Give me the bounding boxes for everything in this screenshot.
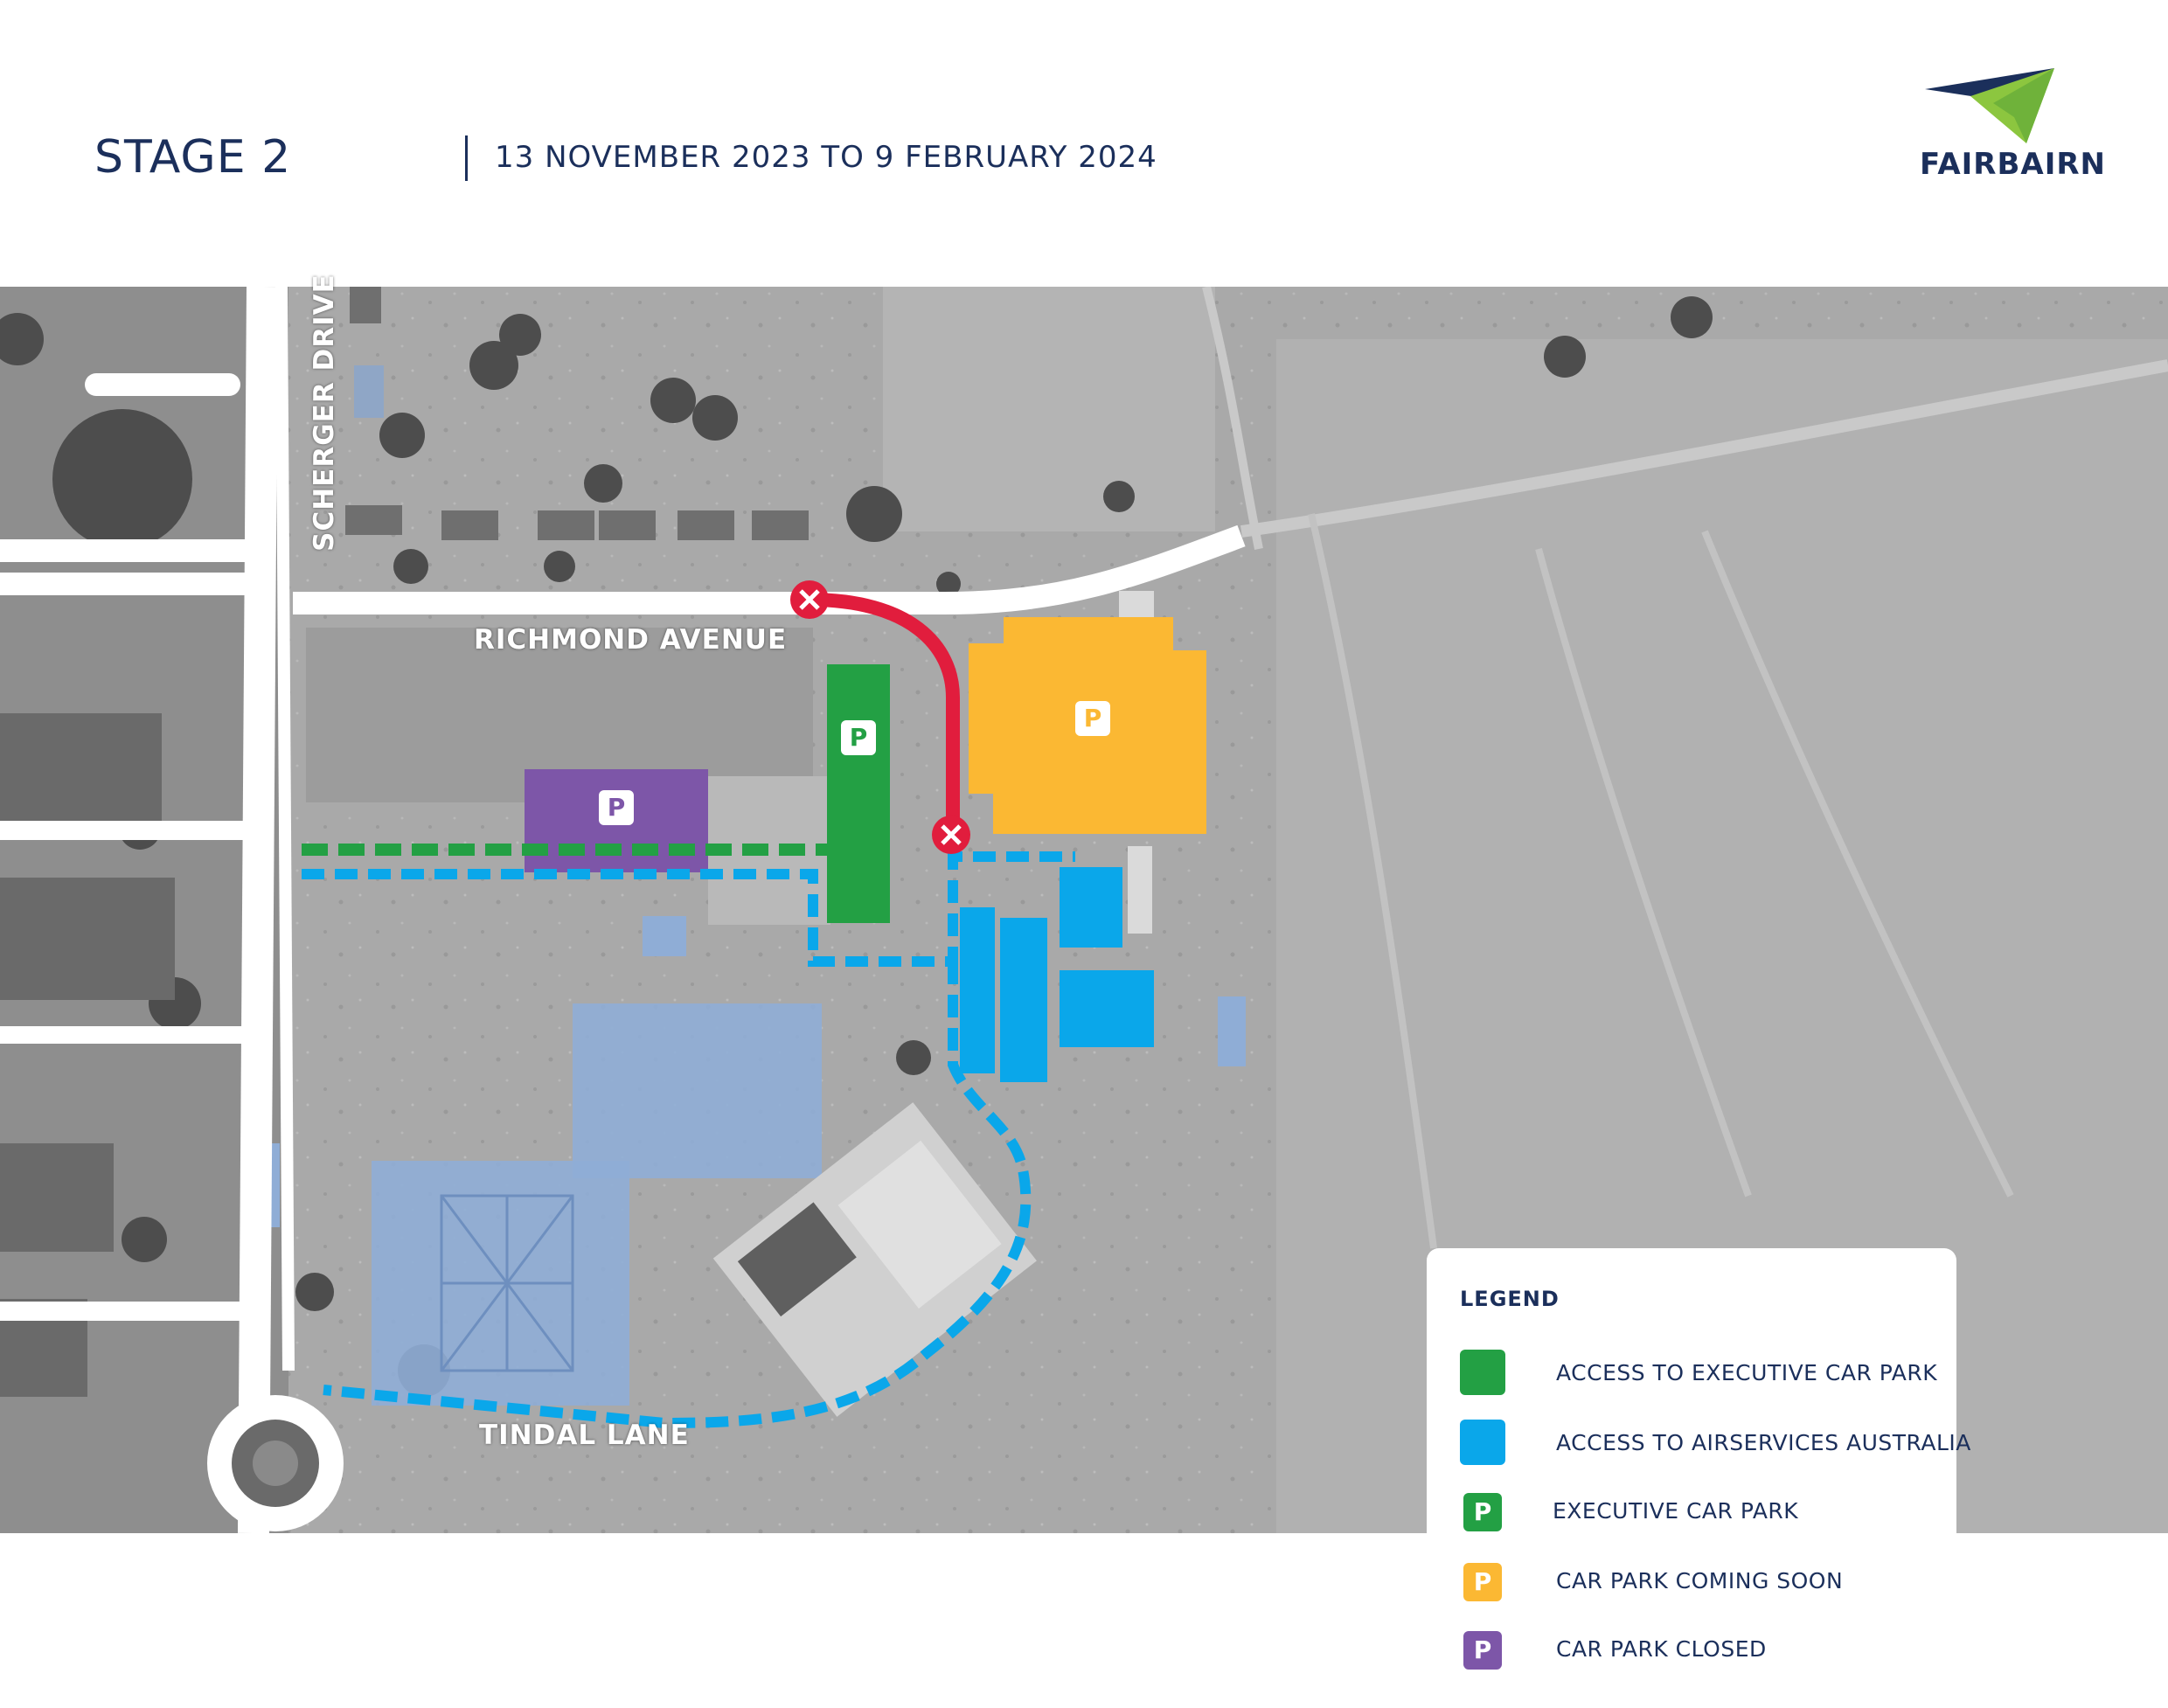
- fairbairn-logo-icon: [1925, 68, 2054, 143]
- parking-icon-executive: P: [841, 720, 876, 755]
- legend-item-executive-car-park: P EXECUTIVE CAR PARK: [1460, 1488, 1949, 1533]
- parking-icon-closed: P: [599, 790, 634, 825]
- road-label-tindal-lane: TINDAL LANE: [479, 1420, 690, 1451]
- legend-title: LEGEND: [1460, 1287, 1560, 1311]
- legend-swatch-blue: [1460, 1420, 1505, 1465]
- logo-wordmark: FAIRBAIRN: [1920, 147, 2106, 182]
- legend-label: CAR PARK COMING SOON: [1556, 1568, 1844, 1593]
- parking-icon-purple: P: [1463, 1631, 1502, 1670]
- parking-icon-orange: P: [1463, 1563, 1502, 1601]
- legend-label: CAR PARK CLOSED: [1556, 1636, 1767, 1662]
- road-label-richmond-avenue: RICHMOND AVENUE: [474, 624, 788, 656]
- legend-item-coming-soon: P CAR PARK COMING SOON: [1460, 1558, 1949, 1603]
- closed-route: [809, 593, 960, 834]
- legend-label: ACCESS TO AIRSERVICES AUSTRALIA: [1556, 1430, 1971, 1455]
- header-divider: [465, 135, 468, 181]
- site-map: P P P RICHMOND AVENUE TINDAL LANE SCHERG…: [0, 274, 2168, 1708]
- legend-swatch-green: [1460, 1350, 1505, 1395]
- road-label-scherger-drive: SCHERGER DRIVE: [309, 274, 340, 552]
- closed-marker-north-icon: [790, 580, 829, 619]
- map-legend: LEGEND ACCESS TO EXECUTIVE CAR PARK ACCE…: [1427, 1248, 1970, 1708]
- legend-label: EXECUTIVE CAR PARK: [1553, 1498, 1799, 1524]
- airservices-access-route: [302, 851, 1075, 1429]
- legend-item-airservices-access: ACCESS TO AIRSERVICES AUSTRALIA: [1460, 1420, 1970, 1465]
- legend-item-closed: P CAR PARK CLOSED: [1460, 1626, 1949, 1671]
- stage-title: STAGE 2: [94, 131, 292, 184]
- executive-car-park: [827, 664, 890, 923]
- legend-item-executive-access: ACCESS TO EXECUTIVE CAR PARK: [1460, 1350, 1949, 1395]
- date-range: 13 NOVEMBER 2023 TO 9 FEBRUARY 2024: [495, 140, 1157, 175]
- parking-icon-coming-soon: P: [1075, 701, 1110, 736]
- legend-label: ACCESS TO EXECUTIVE CAR PARK: [1556, 1360, 1938, 1385]
- closed-marker-south-icon: [932, 816, 970, 854]
- header: STAGE 2 13 NOVEMBER 2023 TO 9 FEBRUARY 2…: [0, 0, 2168, 287]
- parking-icon-green: P: [1463, 1493, 1502, 1531]
